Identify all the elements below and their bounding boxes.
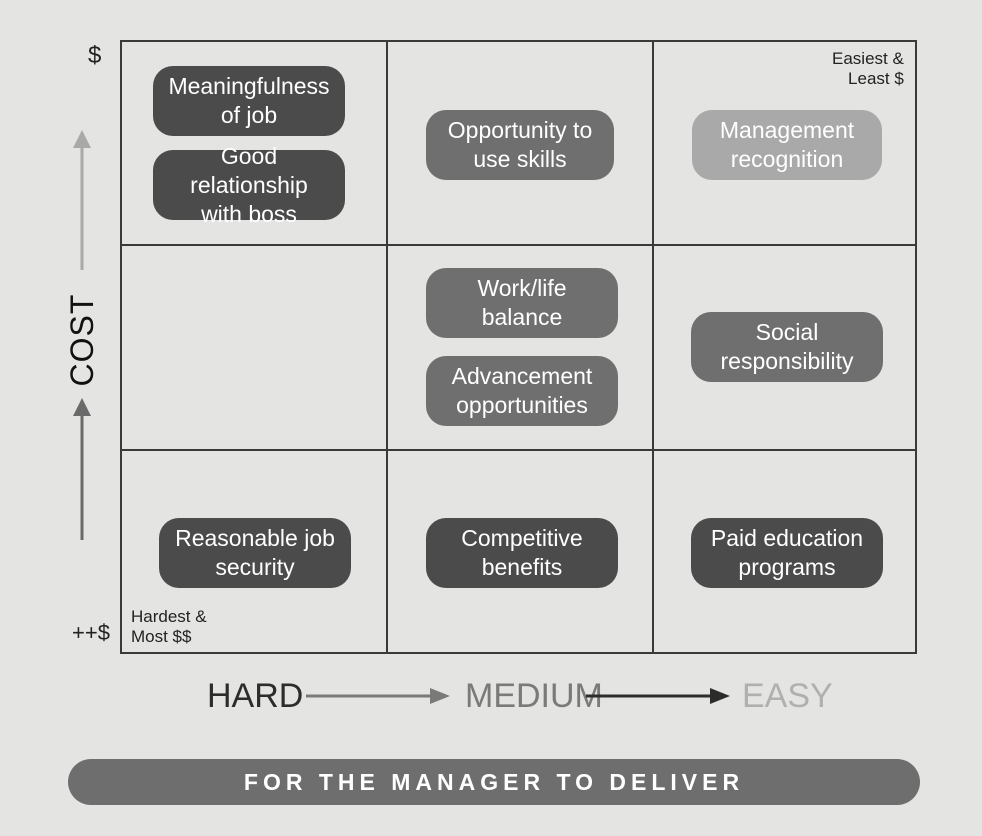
reasonable-job-security-pill: Reasonable job security <box>159 518 351 588</box>
opportunity-to-use-skills-pill: Opportunity to use skills <box>426 110 614 180</box>
matrix-grid <box>120 40 917 654</box>
medium-label: MEDIUM <box>465 677 603 715</box>
advancement-opportunities-pill: Advancement opportunities <box>426 356 618 426</box>
grid-divider-h1 <box>122 244 915 246</box>
hard-label: HARD <box>207 677 304 715</box>
easy-label: EASY <box>742 677 833 715</box>
grid-divider-h2 <box>122 449 915 451</box>
meaningfulness-of-job-pill: Meaningfulness of job <box>153 66 345 136</box>
social-responsibility-pill: Social responsibility <box>691 312 883 382</box>
work-life-balance-pill: Work/life balance <box>426 268 618 338</box>
paid-education-programs-pill: Paid education programs <box>691 518 883 588</box>
cost-top-value: $ <box>88 42 102 69</box>
cost-bottom-value: ++$ <box>72 620 110 645</box>
hard-to-medium-arrow-icon <box>306 688 450 704</box>
cost-arrow-upper-icon <box>73 130 91 270</box>
grid-divider-v2 <box>652 42 654 652</box>
management-recognition-pill: Management recognition <box>692 110 882 180</box>
hardest-most-note: Hardest & Most $$ <box>131 607 207 646</box>
easiest-least-note: Easiest & Least $ <box>832 49 904 88</box>
manager-deliver-banner: FOR THE MANAGER TO DELIVER <box>68 759 920 805</box>
cost-axis-label: COST <box>63 293 100 387</box>
cost-arrow-lower-icon <box>73 398 91 540</box>
medium-to-easy-arrow-icon <box>586 688 730 704</box>
good-relationship-with-boss-pill: Good relationship with boss <box>153 143 345 227</box>
competitive-benefits-pill: Competitive benefits <box>426 518 618 588</box>
grid-divider-v1 <box>386 42 388 652</box>
